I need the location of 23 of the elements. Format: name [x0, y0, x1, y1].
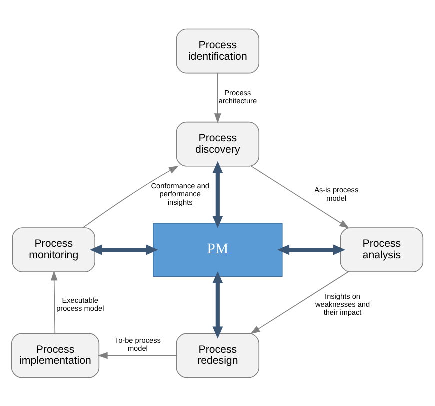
arrow [251, 166, 350, 228]
arrow [214, 72, 222, 123]
arrow [82, 165, 179, 228]
arrow [212, 270, 224, 338]
arrow [278, 244, 346, 255]
edge-label: As-is process model [314, 185, 359, 202]
arrow [250, 271, 349, 334]
edge-label: Process architecture [218, 88, 258, 106]
node-box: Process redesign [176, 332, 260, 378]
arrow [50, 270, 58, 334]
node-box: PM [153, 222, 283, 276]
node-box: Process monitoring [12, 227, 96, 272]
node-box: Process implementation [11, 332, 100, 378]
node-box: Process discovery [176, 121, 260, 166]
edge-label: Conformance and performance insights [151, 181, 210, 206]
node-box: Process analysis [340, 227, 424, 272]
edge-label: To-be process model [114, 335, 161, 352]
arrow [90, 244, 158, 255]
edge-label: Insights on weaknesses and their impact [315, 291, 370, 317]
arrow [98, 352, 178, 359]
node-box: Process identification [176, 28, 260, 74]
edge-label: Executable process model [56, 295, 104, 312]
arrow [212, 160, 224, 228]
